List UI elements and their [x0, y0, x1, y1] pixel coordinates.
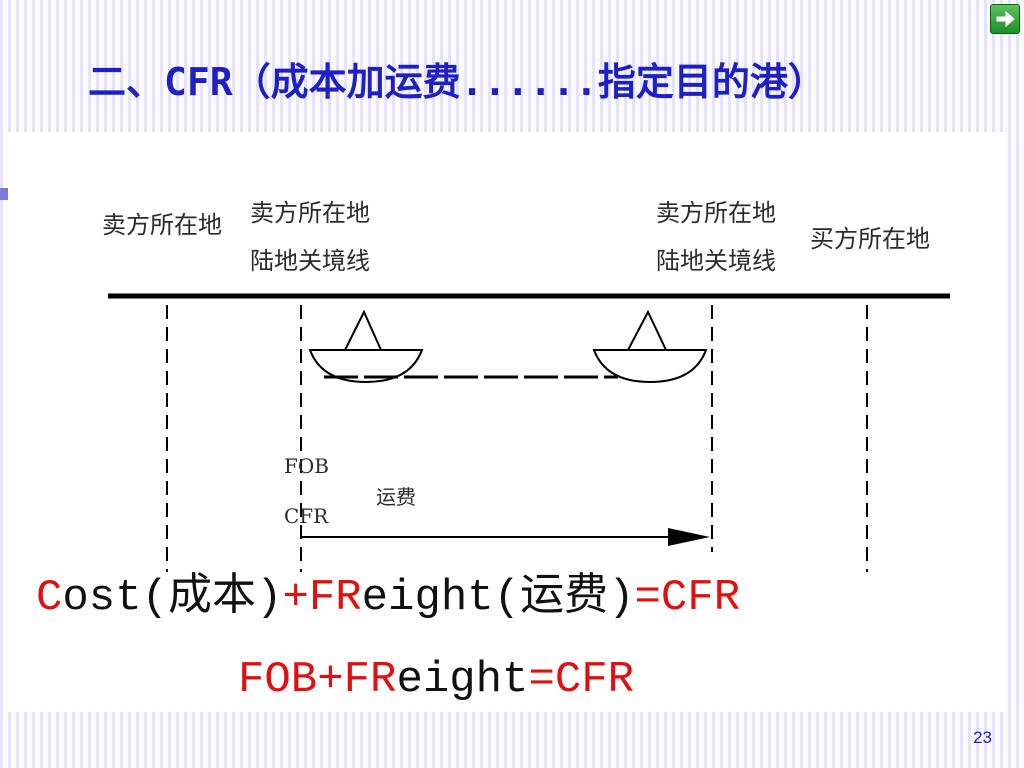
formula-part: +FR [282, 573, 362, 623]
formula-cost-plus-freight: Cost(成本)+FReight(运费)=CFR [36, 572, 740, 624]
formula-part: ost(成本) [62, 573, 283, 623]
departure-ship-icon [308, 309, 424, 384]
page-number: 23 [973, 728, 992, 747]
freight-label: 运费 [376, 485, 416, 509]
seller-border-label-line2: 陆地关境线 [250, 247, 370, 275]
formula-part: eight(运费) [361, 573, 635, 623]
buyer-location-label: 买方所在地 [810, 225, 930, 253]
arrow-right-icon [996, 10, 1015, 28]
fob-label: FOB [284, 454, 329, 478]
arrival-ship-icon [592, 309, 708, 384]
formula-part: eight [396, 655, 529, 705]
formula-part: FOB+FR [238, 655, 397, 705]
freight-arrow-head [668, 528, 710, 546]
formula-part: C [36, 573, 63, 623]
formula-part: =CFR [528, 655, 635, 705]
seller-location-label: 卖方所在地 [102, 211, 222, 239]
buyer-border-label-line1: 卖方所在地 [656, 199, 776, 227]
trade-route-diagram [108, 293, 950, 572]
next-slide-button[interactable] [990, 4, 1020, 34]
cfr-label: CFR [284, 504, 329, 528]
formula-fob-plus-freight: FOB+FReight=CFR [238, 654, 634, 706]
slide-title: 二、CFR（成本加运费......指定目的港） [88, 60, 826, 104]
buyer-border-label-line2: 陆地关境线 [656, 247, 776, 275]
left-accent-bar [0, 188, 10, 200]
seller-border-label-line1: 卖方所在地 [250, 199, 370, 227]
formula-part: =CFR [634, 573, 741, 623]
diagram-panel: 卖方所在地 卖方所在地 陆地关境线 卖方所在地 陆地关境线 买方所在地 FOB … [8, 132, 1006, 712]
